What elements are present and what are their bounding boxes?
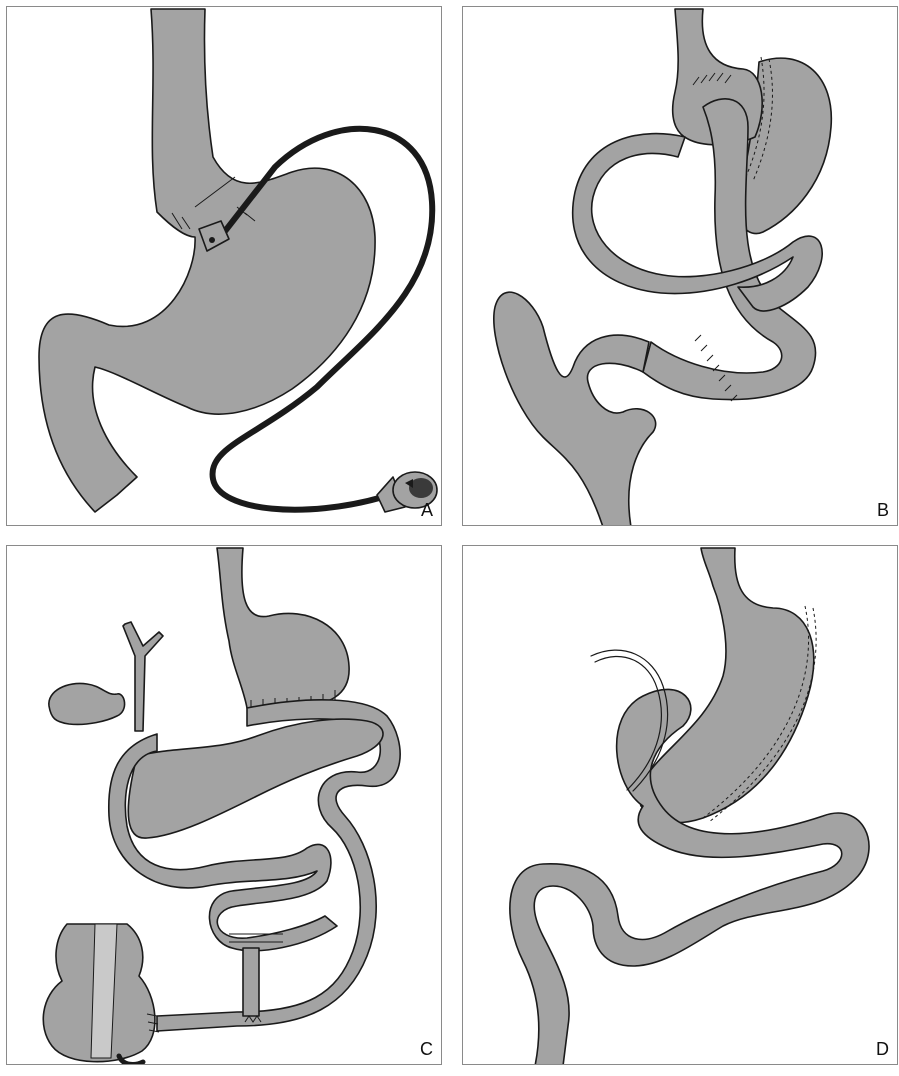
- panel-d-illustration: [463, 546, 898, 1065]
- panel-a-illustration: [7, 7, 442, 526]
- panel-a-label: A: [421, 500, 433, 521]
- partial-stomach: [217, 548, 349, 708]
- gallbladder: [49, 683, 125, 724]
- panel-b-illustration: [463, 7, 898, 526]
- biliopancreatic-limb: [243, 948, 259, 1016]
- common-channel: [494, 292, 656, 526]
- panel-c-illustration: [7, 546, 442, 1065]
- sleeve-stomach: [639, 548, 814, 823]
- panel-c-label: C: [420, 1039, 433, 1060]
- bile-duct: [123, 622, 163, 731]
- panel-d: D: [462, 545, 898, 1065]
- panel-a: A: [6, 6, 442, 526]
- panel-c: C: [6, 545, 442, 1065]
- panel-b-label: B: [877, 500, 889, 521]
- stomach: [39, 9, 375, 512]
- panel-b: B: [462, 6, 898, 526]
- panel-d-label: D: [876, 1039, 889, 1060]
- band-buckle-icon: [209, 237, 215, 243]
